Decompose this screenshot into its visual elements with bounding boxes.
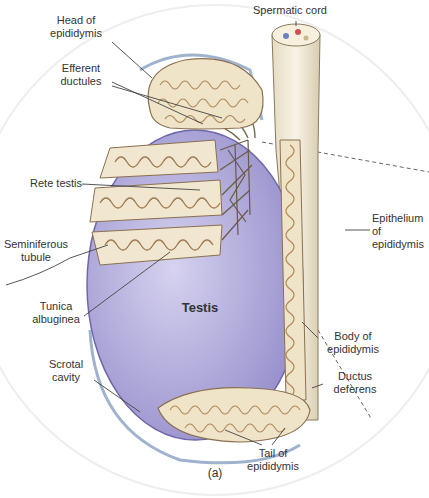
organ-label: Testis bbox=[170, 300, 230, 316]
part-label: Spermatic cord bbox=[240, 4, 340, 17]
part-label: Scrotal cavity bbox=[38, 358, 94, 384]
part-label: Tail of epididymis bbox=[238, 447, 308, 473]
part-label: Head of epididymis bbox=[40, 14, 112, 40]
part-label: Ductus deferens bbox=[324, 370, 386, 396]
part-label: Efferent ductules bbox=[50, 62, 112, 88]
part-label: Epithelium of epididymis bbox=[372, 212, 427, 252]
part-label: (a) bbox=[200, 466, 230, 480]
part-label: Tunica albuginea bbox=[28, 300, 84, 326]
part-label: Rete testis bbox=[16, 177, 82, 190]
part-label: Seminiferous tubule bbox=[2, 238, 70, 264]
part-label: Body of epididymis bbox=[318, 330, 388, 356]
